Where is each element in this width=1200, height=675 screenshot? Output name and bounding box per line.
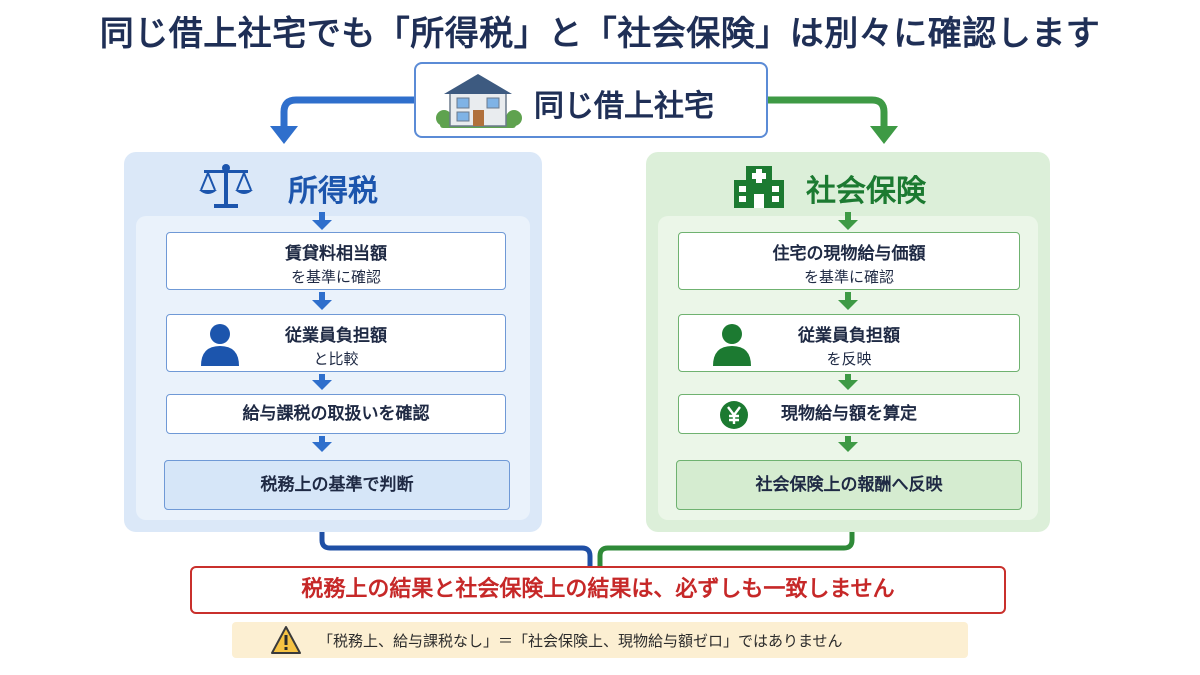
- si-step-1: 住宅の現物給与価額 を基準に確認: [678, 232, 1020, 290]
- warning-note-text: 「税務上、給与課税なし」＝「社会保険上、現物給与額ゼロ」ではありません: [318, 632, 843, 650]
- tax-step-1: 賃貸料相当額 を基準に確認: [166, 232, 506, 290]
- scales-icon: [199, 164, 253, 208]
- tax-step-3: 給与課税の取扱いを確認: [166, 394, 506, 434]
- warning-icon: [271, 626, 301, 654]
- social-insurance-panel: 社会保険 住宅の現物給与価額 を基準に確認 従業員負担額 を反映 現物給与額を算…: [646, 152, 1050, 532]
- si-step-4: 社会保険上の報酬へ反映: [676, 460, 1022, 510]
- tax-step-4: 税務上の基準で判断: [164, 460, 510, 510]
- page-title: 同じ借上社宅でも「所得税」と「社会保険」は別々に確認します: [99, 14, 1101, 54]
- yen-icon: [720, 401, 748, 429]
- income-tax-title: 所得税: [288, 174, 378, 209]
- house-icon: [436, 74, 522, 128]
- social-insurance-title: 社会保険: [806, 174, 926, 209]
- step-arrows: [838, 212, 858, 452]
- person-icon: [713, 324, 751, 366]
- income-tax-panel: 所得税 賃貸料相当額 を基準に確認 従業員負担額 と比較 給与課税の取扱いを確認…: [124, 152, 542, 532]
- person-icon: [201, 324, 239, 366]
- conclusion-box: 税務上の結果と社会保険上の結果は、必ずしも一致しません: [190, 566, 1006, 614]
- si-step-3: 現物給与額を算定: [678, 394, 1020, 434]
- tax-step-2: 従業員負担額 と比較: [166, 314, 506, 372]
- shared-housing-box: 同じ借上社宅: [414, 62, 768, 138]
- step-arrows: [312, 212, 332, 452]
- shared-housing-label: 同じ借上社宅: [534, 89, 714, 124]
- hospital-icon: [734, 166, 784, 208]
- si-step-2: 従業員負担額 を反映: [678, 314, 1020, 372]
- warning-note: 「税務上、給与課税なし」＝「社会保険上、現物給与額ゼロ」ではありません: [232, 622, 968, 658]
